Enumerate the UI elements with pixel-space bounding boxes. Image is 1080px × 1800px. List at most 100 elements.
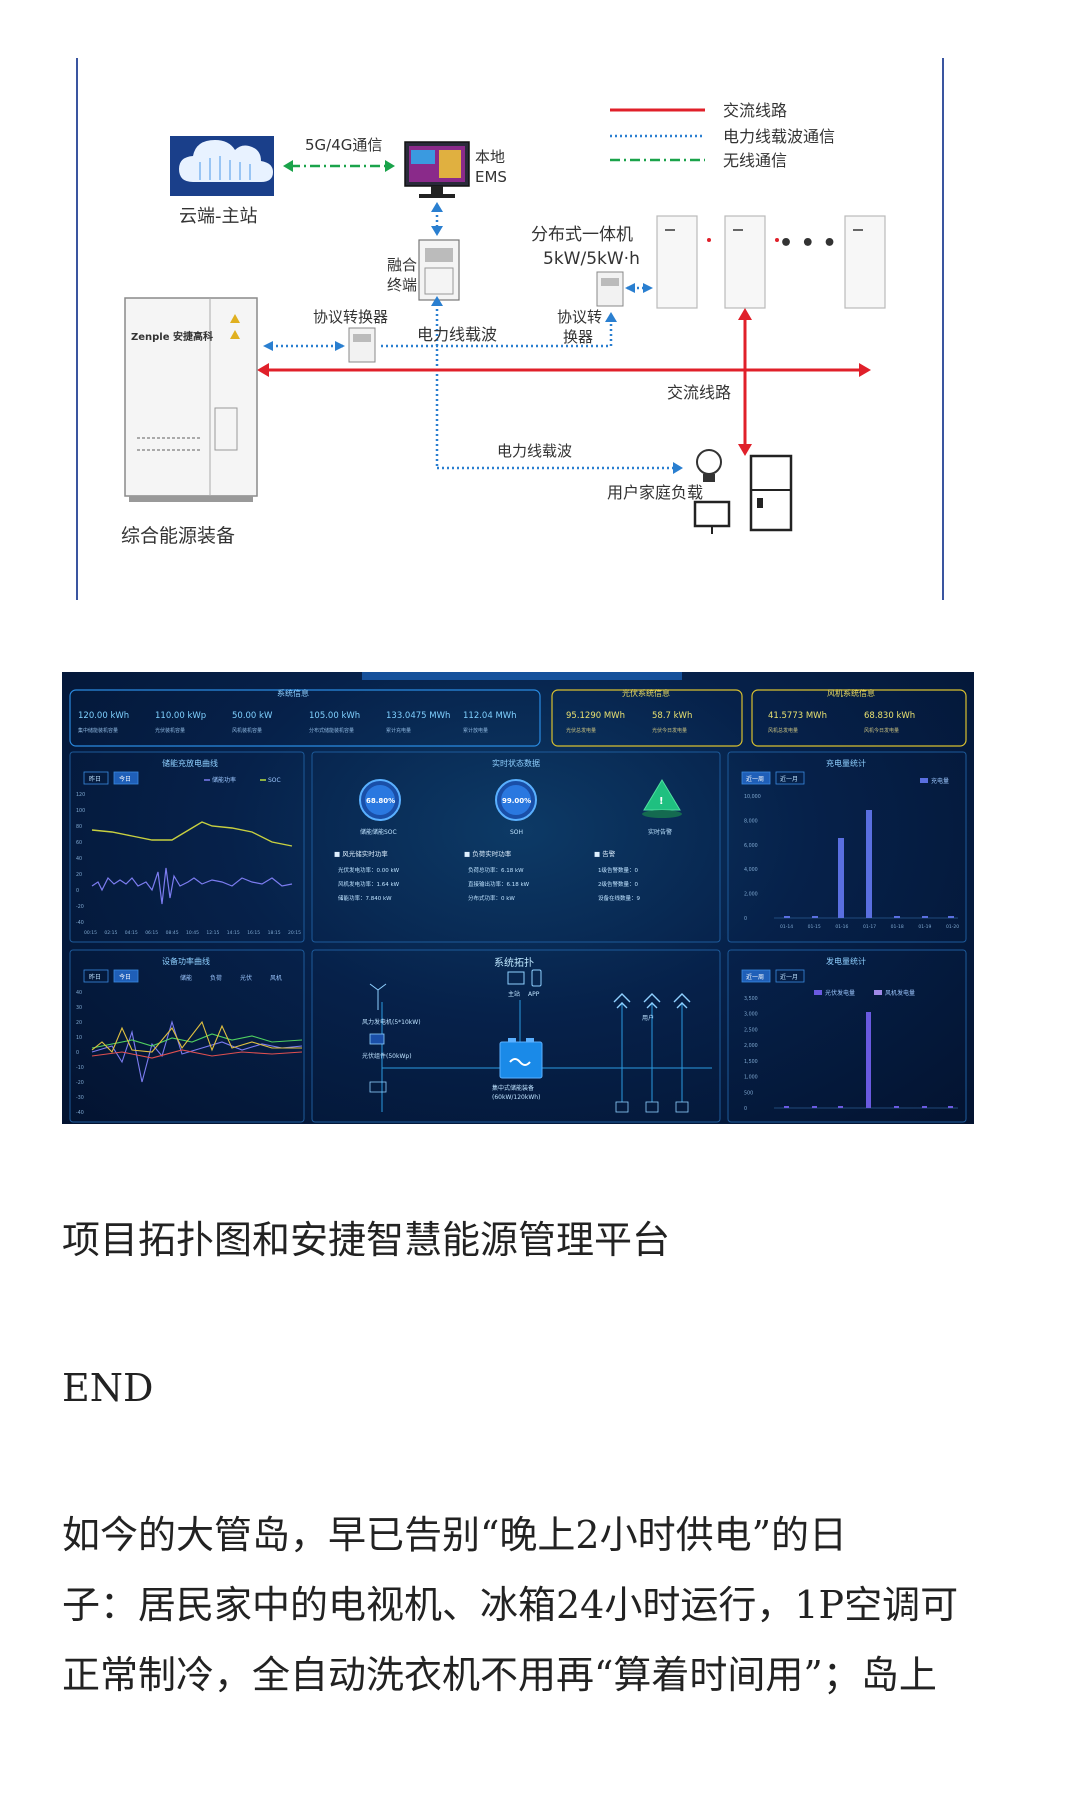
- converter-right-label-2: 换器: [563, 328, 593, 346]
- header-value: 50.00 kW: [232, 711, 273, 721]
- header-label: 风机今日发电量: [864, 727, 899, 734]
- ac-label: 交流线路: [667, 383, 731, 402]
- gauge-soh-value: 99.00%: [502, 797, 531, 805]
- plc-lines: 电力线载波 电力线载波: [381, 296, 683, 474]
- realtime-group-row: 储能功率：7.840 kW: [338, 894, 392, 902]
- pv-label: 光伏组件(50kWp): [362, 1052, 412, 1060]
- phone-icon: [531, 969, 542, 987]
- y-tick-label: 8,000: [744, 818, 758, 824]
- charge-bar-01-20: [948, 916, 954, 918]
- user-house-icons: [613, 993, 691, 1009]
- y-tick-label: 0: [76, 1050, 79, 1056]
- terminal-label-1: 融合: [387, 256, 417, 274]
- tv-icon: [693, 500, 731, 528]
- y-tick-label: -40: [76, 920, 84, 926]
- y-tick-label: 4,000: [744, 867, 758, 873]
- load-label: 用户家庭负载: [607, 483, 703, 502]
- storage-label-2: (60kW/120kWh): [492, 1094, 540, 1101]
- tab-power-yesterday[interactable]: 昨日: [89, 973, 101, 981]
- realtime-group-title: ■ 告警: [594, 849, 616, 858]
- tab-storage-today[interactable]: 今日: [119, 775, 131, 783]
- y-tick-label: 80: [76, 824, 82, 830]
- y-tick-label: -10: [76, 1065, 84, 1071]
- plc-label-bottom: 电力线载波: [497, 442, 572, 460]
- soc-line: [91, 821, 293, 847]
- ems-label-2: EMS: [475, 168, 507, 186]
- header-value: 112.04 MWh: [463, 711, 517, 721]
- converter-left-label: 协议转换器: [313, 308, 388, 326]
- x-tick-label: 18:15: [268, 930, 281, 936]
- header-value: 133.0475 MWh: [386, 711, 450, 721]
- power-legend-storage: 储能: [180, 974, 192, 982]
- y-tick-label: -20: [76, 904, 84, 910]
- y-tick-label: 30: [76, 1005, 82, 1011]
- realtime-group-row: 2级告警数量：0: [598, 880, 638, 888]
- legend-plc: 电力线载波通信: [723, 127, 835, 146]
- distributed-label-1: 分布式一体机: [531, 225, 633, 245]
- x-tick-label: 10:45: [186, 930, 199, 936]
- panel-storage-curve-title: 储能充放电曲线: [162, 758, 218, 768]
- realtime-group-title: ■ 风光储实时功率: [334, 849, 388, 858]
- tabs[interactable]: 昨日 今日 近一周 近一月 昨日 今日 近一周 近一月: [83, 771, 805, 983]
- ac-line: 交流线路: [257, 308, 871, 456]
- charge-bar-01-19: [922, 916, 928, 918]
- realtime-group-row: 风机发电功率：1.64 kW: [338, 880, 400, 888]
- tab-power-today[interactable]: 今日: [119, 973, 131, 981]
- charge-bar-01-17: [866, 810, 872, 918]
- household-load: 用户家庭负载: [607, 449, 793, 534]
- y-tick-label: 6,000: [744, 843, 758, 849]
- realtime-group-row: 直接输出功率：6.18 kW: [468, 880, 530, 888]
- y-tick-label: 100: [76, 808, 85, 814]
- panel-realtime-title: 实时状态数据: [492, 758, 540, 768]
- tab-gen-month[interactable]: 近一月: [780, 973, 798, 981]
- y-tick-label: 1,000: [744, 1075, 758, 1081]
- cabinet-label: 综合能源装备: [121, 525, 235, 547]
- tab-charge-week[interactable]: 近一周: [746, 775, 764, 783]
- ems-monitor: 本地 EMS: [404, 141, 507, 198]
- paragraph-line-3: 正常制冷，全自动洗衣机不用再“算着时间用”；岛上: [62, 1653, 937, 1697]
- tab-charge-month[interactable]: 近一月: [780, 775, 798, 783]
- power-legend-wind: 风机: [270, 974, 282, 982]
- header-value: 58.7 kWh: [652, 711, 692, 721]
- panel-topology-title: 系统拓扑: [494, 956, 534, 969]
- plc-label-top: 电力线载波: [417, 325, 497, 344]
- charge-bar-01-14: [784, 916, 790, 918]
- wind-turbine-icon: [369, 983, 387, 1010]
- header-pv-title: 光伏系统信息: [622, 688, 670, 698]
- article-paragraph: 如今的大管岛，早已告别“晚上2小时供电”的日 子：居民家中的电视机、冰箱24小时…: [62, 1500, 1022, 1710]
- x-tick-label: 16:15: [247, 930, 260, 936]
- topology-diagram: 交流线路 电力线载波通信 无线通信 云端-主站 5G/4G通信: [75, 58, 949, 600]
- gen-bar-01-17: [866, 1012, 871, 1108]
- header-label: 累计充电量: [386, 727, 411, 734]
- header-value: 68.830 kWh: [864, 711, 915, 721]
- distributed-units: 分布式一体机 5kW/5kW·h • • •: [531, 215, 886, 309]
- header-value: 120.00 kWh: [78, 711, 129, 721]
- gen-legend-pv: 光伏发电量: [825, 989, 855, 997]
- realtime-group-row: 1级告警数量：0: [598, 866, 638, 874]
- realtime-group-row: 设备在线数量：9: [598, 894, 641, 902]
- x-tick-label: 04:15: [125, 930, 138, 936]
- header-value: 41.5773 MWh: [768, 711, 827, 721]
- meter-icon: [369, 1081, 387, 1093]
- y-tick-label: -30: [76, 1095, 84, 1101]
- y-tick-label: 0: [744, 916, 747, 922]
- legend: 交流线路 电力线载波通信 无线通信: [610, 101, 835, 170]
- header-system-info: 系统信息: [69, 688, 541, 747]
- y-tick-label: 0: [76, 888, 79, 894]
- distributed-label-2: 5kW/5kW·h: [543, 249, 640, 269]
- tab-gen-week[interactable]: 近一周: [746, 973, 764, 981]
- tab-storage-yesterday[interactable]: 昨日: [89, 775, 101, 783]
- y-tick-label: 0: [744, 1106, 747, 1112]
- gauge-soc-label: 储能储能SOC: [360, 828, 397, 836]
- storage-power-line: [91, 867, 293, 905]
- power-legend-pv: 光伏: [240, 974, 252, 982]
- user-label: 用户: [642, 1014, 654, 1022]
- alarm-symbol: !: [659, 796, 664, 807]
- x-tick-label: 01-19: [918, 924, 931, 930]
- legend-wireless: 无线通信: [723, 151, 787, 170]
- gen-legend-wind: 风机发电量: [885, 989, 915, 997]
- realtime-panel: 68.80% 储能储能SOC 99.00% SOH ! 实时告警 ■ 风光储实时…: [334, 779, 682, 902]
- host-monitor-icon: [507, 971, 525, 985]
